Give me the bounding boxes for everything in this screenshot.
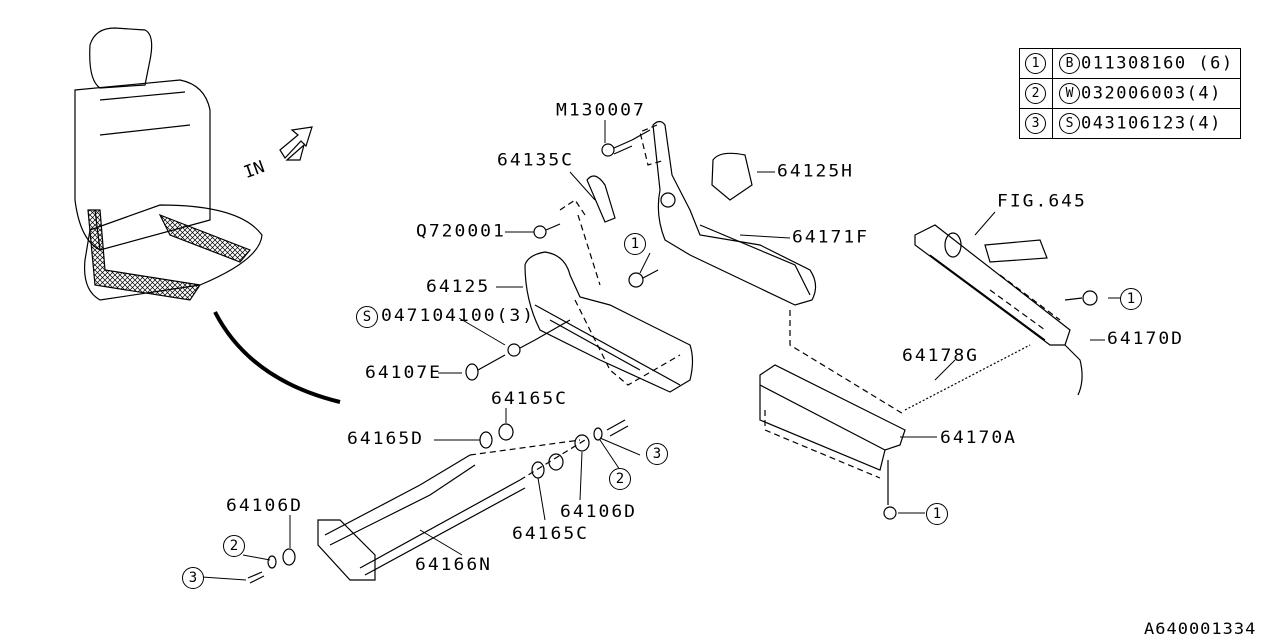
part-label-64171f[interactable]: 64171F (792, 227, 870, 248)
callout-ref: 1 (1025, 53, 1046, 74)
legend-qty: (4) (1186, 83, 1222, 104)
part-label-64170d[interactable]: 64170D (1107, 328, 1185, 349)
fastener-type-badge: B (1059, 53, 1080, 74)
callout-3[interactable]: 3 (182, 567, 204, 589)
part-label-64106d-right[interactable]: 64106D (560, 501, 638, 522)
leader-lines (201, 120, 1120, 581)
part-label-64165c-top[interactable]: 64165C (491, 388, 569, 409)
seat-cover-64125-shape (524, 251, 694, 393)
callout-2[interactable]: 2 (223, 535, 245, 557)
part-label-64166n[interactable]: 64166N (415, 554, 493, 575)
cable-64178g-shape (904, 344, 1031, 411)
rod-64166n-shape (317, 439, 586, 581)
callout-ref: 2 (1025, 83, 1046, 104)
callout-1[interactable]: 1 (1120, 288, 1142, 310)
part-label-m130007[interactable]: M130007 (556, 100, 646, 121)
callout-1[interactable]: 1 (926, 503, 948, 525)
part-label-64125h[interactable]: 64125H (777, 161, 855, 182)
legend-part-number[interactable]: 032006003 (1081, 83, 1187, 104)
legend-qty: (6) (1198, 53, 1234, 74)
legend-part-number[interactable]: 011308160 (1081, 53, 1187, 74)
part-label-047104100[interactable]: 047104100(3) (381, 305, 536, 326)
legend-qty: (4) (1186, 113, 1222, 134)
rail-64170d-shape (914, 224, 1083, 396)
part-label-64170a[interactable]: 64170A (940, 427, 1018, 448)
fastener-type-badge: S (1059, 113, 1080, 134)
callout-1[interactable]: 1 (624, 233, 646, 255)
hinge-64171f-shape (559, 120, 817, 306)
part-label-64125[interactable]: 64125 (426, 276, 491, 297)
fastener-type-badge: W (1059, 83, 1080, 104)
part-label-64106d-left[interactable]: 64106D (226, 495, 304, 516)
part-label-64178g[interactable]: 64178G (902, 345, 980, 366)
diagram-id: A640001334 (1144, 619, 1257, 639)
fastener-type-s-badge: S (356, 306, 378, 328)
part-label-64165c-bottom[interactable]: 64165C (512, 523, 590, 544)
part-label-64165d[interactable]: 64165D (347, 428, 425, 449)
part-label-64107e[interactable]: 64107E (365, 362, 443, 383)
legend-part-number[interactable]: 043106123 (1081, 113, 1187, 134)
callout-2[interactable]: 2 (609, 468, 631, 490)
fig-reference-645[interactable]: FIG.645 (997, 191, 1087, 212)
part-label-64135c[interactable]: 64135C (497, 150, 575, 171)
part-label-q720001[interactable]: Q720001 (416, 221, 506, 242)
seat-illustration (74, 27, 341, 404)
callout-ref: 3 (1025, 113, 1046, 134)
rail-64170a-shape (759, 310, 906, 505)
callout-3[interactable]: 3 (646, 443, 668, 465)
